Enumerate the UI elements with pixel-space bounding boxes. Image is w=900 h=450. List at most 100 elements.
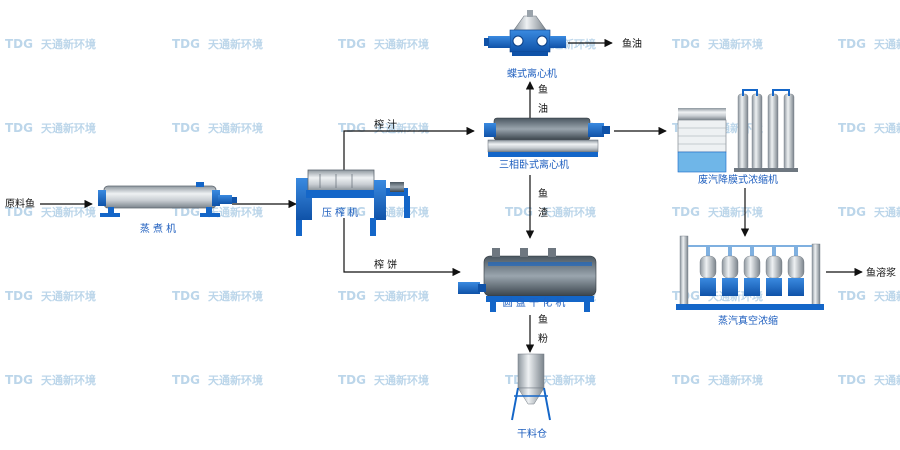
watermark-logo: TDG	[5, 373, 33, 387]
watermark-company: 天通新环境	[874, 37, 900, 51]
watermark-logo: TDG	[172, 37, 200, 51]
watermark: TDG 天通新环境	[5, 121, 96, 135]
watermark: TDG 天通新环境	[838, 37, 900, 51]
disc-dryer-label: 圆 盘 干 化 机	[503, 296, 566, 309]
watermark-company: 天通新环境	[708, 373, 763, 387]
watermark-company: 天通新环境	[874, 373, 900, 387]
watermark: TDG 天通新环境	[672, 205, 763, 219]
flow-press-cake-arrow	[343, 218, 461, 277]
watermark: TDG 天通新环境	[505, 205, 596, 219]
vacuum-effect-unit	[765, 246, 783, 296]
evaporator-machine	[677, 89, 798, 173]
fish-oil-vertical-label: 鱼油	[538, 83, 548, 115]
vacuum-effect-unit	[743, 246, 761, 296]
watermark-company: 天通新环境	[374, 205, 429, 219]
watermark: TDG 天通新环境	[5, 205, 96, 219]
watermark-logo: TDG	[338, 205, 366, 219]
silo-machine	[511, 353, 551, 421]
flow-lines	[40, 38, 863, 353]
watermark-company: 天通新环境	[41, 121, 96, 135]
watermark-company: 天通新环境	[41, 205, 96, 219]
watermark: TDG 天通新环境	[338, 373, 429, 387]
watermark-logo: TDG	[172, 289, 200, 303]
vacuum-evaporator-label: 蒸汽真空浓缩	[718, 314, 778, 327]
watermark-company: 天通新环境	[874, 121, 900, 135]
watermark-company: 天通新环境	[541, 205, 596, 219]
watermark: TDG 天通新环境	[672, 37, 763, 51]
press-liquor-label: 榨 汁	[374, 118, 397, 131]
watermark-company: 天通新环境	[208, 121, 263, 135]
press-cake-label: 榨 饼	[374, 258, 397, 271]
watermark-logo: TDG	[672, 205, 700, 219]
watermark-company: 天通新环境	[708, 37, 763, 51]
watermark-company: 天通新环境	[374, 37, 429, 51]
watermark: TDG 天通新环境	[172, 373, 263, 387]
watermark: TDG 天通新环境	[338, 37, 429, 51]
watermark-logo: TDG	[5, 121, 33, 135]
watermark-logo: TDG	[505, 205, 533, 219]
watermark-company: 天通新环境	[374, 289, 429, 303]
disc-dryer-machine	[458, 248, 597, 312]
watermark-logo: TDG	[5, 37, 33, 51]
decanter-machine	[484, 117, 610, 157]
fish-meal-label: 鱼粉	[538, 313, 548, 345]
watermark-logo: TDG	[338, 121, 366, 135]
watermark: TDG 天通新环境	[172, 289, 263, 303]
watermark-logo: TDG	[5, 205, 33, 219]
press-machine	[296, 169, 410, 236]
vacuum-effect-unit	[721, 246, 739, 296]
watermark-layer: TDG 天通新环境 TDG 天通新环境 TDG 天通新环境 TDG 天通新环境 TDG 天通新环境…	[5, 37, 900, 387]
watermark-logo: TDG	[338, 373, 366, 387]
watermark: TDG 天通新环境	[338, 205, 429, 219]
cooker-label: 蒸 煮 机	[140, 222, 176, 235]
butterfly-centrifuge-label: 蝶式离心机	[507, 67, 557, 80]
press-label: 压 榨 机	[322, 206, 358, 219]
watermark-logo: TDG	[838, 37, 866, 51]
watermark-logo: TDG	[172, 205, 200, 219]
watermark: TDG 天通新环境	[5, 289, 96, 303]
watermark: TDG 天通新环境	[172, 37, 263, 51]
watermark-company: 天通新环境	[541, 373, 596, 387]
watermark: TDG 天通新环境	[5, 37, 96, 51]
fish-residue-label: 鱼渣	[538, 187, 548, 219]
watermark-logo: TDG	[338, 37, 366, 51]
watermark-company: 天通新环境	[874, 205, 900, 219]
butterfly-centrifuge-machine	[484, 10, 566, 56]
vacuum-effect-unit	[787, 246, 805, 296]
flow-press-liquor-arrow	[343, 126, 475, 178]
watermark: TDG 天通新环境	[5, 373, 96, 387]
watermark-company: 天通新环境	[208, 37, 263, 51]
vacuum-effect-unit	[699, 246, 717, 296]
watermark-company: 天通新环境	[208, 373, 263, 387]
watermark-logo: TDG	[5, 289, 33, 303]
fish-oil-label: 鱼油	[622, 37, 642, 50]
watermark-logo: TDG	[172, 121, 200, 135]
watermark-logo: TDG	[838, 289, 866, 303]
watermark-company: 天通新环境	[208, 289, 263, 303]
watermark: TDG 天通新环境	[838, 289, 900, 303]
watermark-logo: TDG	[672, 37, 700, 51]
watermark-company: 天通新环境	[374, 373, 429, 387]
vacuum-evaporator-machine	[676, 235, 824, 310]
watermark: TDG 天通新环境	[838, 373, 900, 387]
watermark-company: 天通新环境	[41, 373, 96, 387]
watermark: TDG 天通新环境	[172, 205, 263, 219]
watermark-company: 天通新环境	[708, 205, 763, 219]
watermark-logo: TDG	[838, 205, 866, 219]
watermark-logo: TDG	[338, 289, 366, 303]
watermark: TDG 天通新环境	[172, 121, 263, 135]
watermark-company: 天通新环境	[208, 205, 263, 219]
watermark-logo: TDG	[838, 373, 866, 387]
silo-label: 干料仓	[517, 427, 547, 440]
watermark-logo: TDG	[172, 373, 200, 387]
watermark-company: 天通新环境	[874, 289, 900, 303]
watermark-company: 天通新环境	[41, 37, 96, 51]
fish-soluble-label: 鱼溶浆	[866, 266, 896, 279]
watermark-company: 天通新环境	[41, 289, 96, 303]
evaporator-label: 废汽降膜式浓缩机	[698, 173, 778, 186]
decanter-label: 三相卧式离心机	[499, 158, 569, 171]
